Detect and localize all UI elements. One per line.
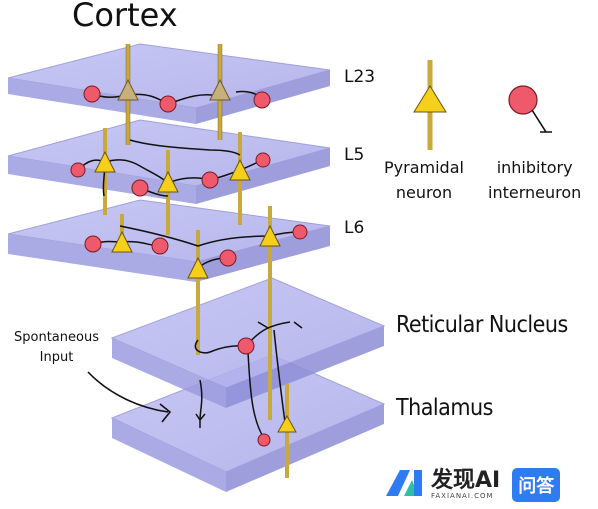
spontaneous-input-arrow: [87, 371, 172, 423]
pyramidal-neurons: [94, 150, 297, 433]
pyramidal-neurons-dim: [117, 78, 231, 101]
layer-label-l5: L5: [344, 145, 365, 165]
watermark: 发现AI FAXIANAI.COM 问答: [385, 468, 561, 502]
reticular-plate: [110, 277, 386, 408]
spontaneous-input-label: Spontaneous Input: [14, 328, 99, 368]
spontaneous-line2: Input: [39, 350, 74, 365]
interneurons: [70, 85, 308, 447]
thalamus-plate: [110, 354, 386, 492]
legend-inhibitory-line2: interneuron: [488, 183, 582, 202]
layer-label-reticular: Reticular Nucleus: [396, 312, 568, 338]
legend-pyramidal-line1: Pyramidal: [384, 158, 464, 177]
watermark-sub: FAXIANAI.COM: [431, 492, 494, 500]
layer-label-thalamus: Thalamus: [396, 395, 493, 421]
watermark-logo: [386, 470, 422, 496]
diagram-title: Cortex: [72, 0, 178, 34]
legend-pyramidal-line2: neuron: [395, 183, 453, 202]
legend-inhibitory-label: inhibitory interneuron: [488, 155, 581, 205]
watermark-brand: 发现AI: [431, 468, 501, 493]
legend-interneuron-icon: [508, 85, 552, 133]
legend-pyramidal-icon: [413, 60, 447, 150]
connections: [77, 90, 303, 439]
legend-pyramidal-label: Pyramidal neuron: [384, 155, 464, 205]
watermark-badge: 问答: [512, 468, 561, 502]
watermark-text: 发现AI FAXIANAI.COM: [431, 468, 501, 501]
layer-label-l23: L23: [344, 67, 376, 87]
legend-inhibitory-line1: inhibitory: [496, 158, 573, 177]
spontaneous-line1: Spontaneous: [14, 330, 99, 345]
layer-label-l6: L6: [344, 218, 365, 238]
